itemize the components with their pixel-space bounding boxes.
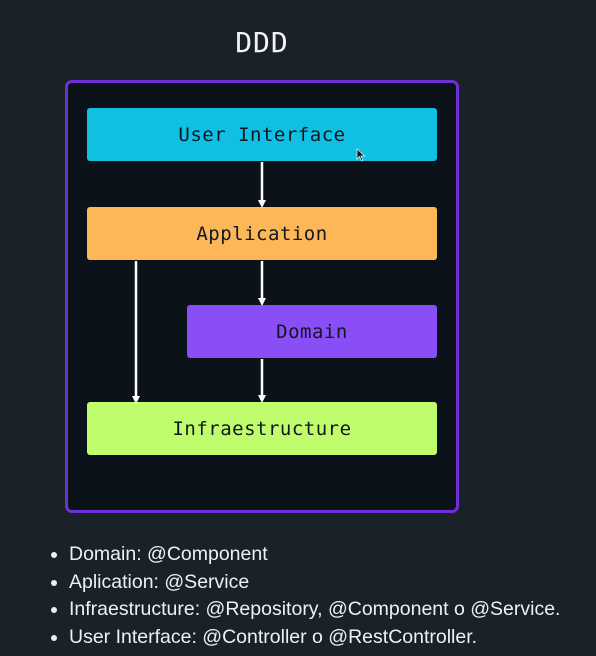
note-infrastructure: Infraestructure: @Repository, @Component… — [50, 596, 560, 624]
user-interface-layer: User Interface — [87, 108, 437, 161]
diagram-title: DDD — [235, 26, 289, 59]
infrastructure-label: Infraestructure — [172, 417, 352, 440]
user-interface-label: User Interface — [178, 123, 346, 146]
application-label: Application — [196, 222, 328, 245]
note-user-interface: User Interface: @Controller o @RestContr… — [50, 624, 560, 652]
mouse-pointer-icon — [356, 148, 366, 162]
annotation-list: Domain: @Component Aplication: @Service … — [30, 541, 560, 651]
domain-layer: Domain — [187, 305, 437, 358]
application-layer: Application — [87, 207, 437, 260]
note-application: Aplication: @Service — [50, 569, 560, 597]
domain-label: Domain — [276, 320, 348, 343]
note-domain: Domain: @Component — [50, 541, 560, 569]
infrastructure-layer: Infraestructure — [87, 402, 437, 455]
